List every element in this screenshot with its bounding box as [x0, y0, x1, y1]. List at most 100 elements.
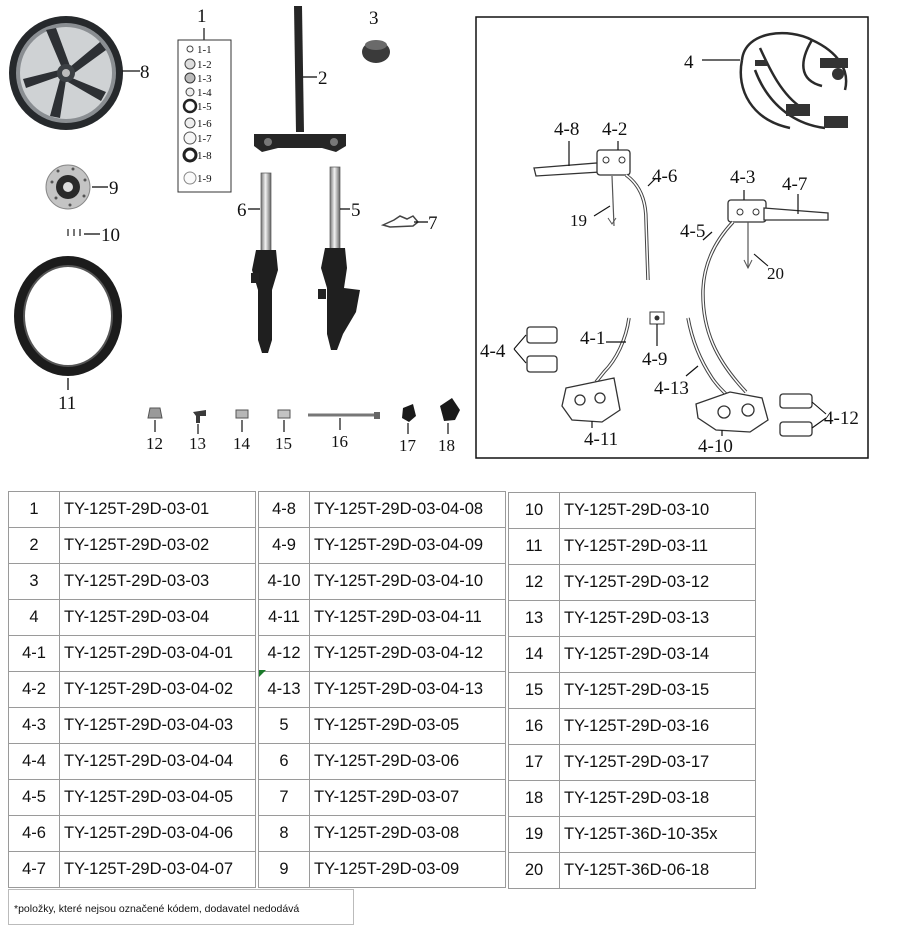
callout-18: 18 — [438, 436, 455, 455]
part-position: 16 — [508, 708, 560, 745]
part-position: 17 — [508, 744, 560, 781]
callout-17: 17 — [399, 436, 417, 455]
callout-11: 11 — [58, 393, 76, 414]
part-number: TY-125T-29D-03-10 — [559, 492, 756, 529]
svg-text:1-7: 1-7 — [197, 133, 212, 145]
part-position: 8 — [258, 815, 310, 852]
part-number: TY-125T-29D-03-04 — [59, 599, 256, 636]
callout-4-10: 4-10 — [698, 436, 733, 457]
brake-caliper-left — [561, 377, 621, 423]
part-number: TY-125T-29D-03-02 — [59, 527, 256, 564]
part-number: TY-125T-36D-10-35x — [559, 816, 756, 853]
callout-4-11: 4-11 — [584, 429, 618, 450]
callout-13: 13 — [189, 434, 206, 453]
part-number: TY-125T-29D-03-08 — [309, 815, 506, 852]
part-number: TY-125T-29D-03-04-05 — [59, 779, 256, 816]
svg-text:1-9: 1-9 — [197, 173, 212, 185]
part-position: 10 — [508, 492, 560, 529]
brake-disc — [45, 164, 91, 210]
callout-4-7: 4-7 — [782, 174, 807, 195]
callout-4-13: 4-13 — [654, 378, 689, 399]
part-number: TY-125T-29D-03-04-02 — [59, 671, 256, 708]
footnote: *položky, které nejsou označené kódem, d… — [8, 889, 354, 925]
part-position: 4-9 — [258, 527, 310, 564]
callout-12: 12 — [146, 434, 163, 453]
part-position: 9 — [258, 851, 310, 888]
part-number: TY-125T-29D-03-01 — [59, 491, 256, 528]
part-number: TY-125T-29D-03-04-04 — [59, 743, 256, 780]
part-position: 7 — [258, 779, 310, 816]
part-position: 5 — [258, 707, 310, 744]
brake-caliper-right — [695, 391, 769, 433]
part-position: 20 — [508, 852, 560, 889]
dust-seal — [362, 40, 390, 63]
part-number: TY-125T-29D-03-16 — [559, 708, 756, 745]
part-number: TY-125T-29D-03-04-08 — [309, 491, 506, 528]
part-number: TY-125T-29D-03-04-06 — [59, 815, 256, 852]
part-position: 4 — [8, 599, 60, 636]
callout-14: 14 — [233, 434, 251, 453]
part-position: 4-1 — [8, 635, 60, 672]
callout-4-3: 4-3 — [730, 167, 755, 188]
callout-10: 10 — [101, 225, 120, 246]
part-position: 4-12 — [258, 635, 310, 672]
part-position: 1 — [8, 491, 60, 528]
callout-4-8: 4-8 — [554, 119, 579, 140]
part-number: TY-125T-36D-06-18 — [559, 852, 756, 889]
part-position: 2 — [8, 527, 60, 564]
svg-text:1-1: 1-1 — [197, 44, 212, 56]
small-parts — [147, 398, 460, 423]
exploded-parts-diagram: 8 9 10 11 1 1-1 1-2 — [9, 6, 869, 459]
callout-1: 1 — [197, 6, 207, 27]
part-number: TY-125T-29D-03-12 — [559, 564, 756, 601]
right-brake-lever — [727, 199, 829, 223]
part-position: 4-5 — [8, 779, 60, 816]
part-position: 3 — [8, 563, 60, 600]
part-number: TY-125T-29D-03-04-13 — [309, 671, 506, 708]
part-position: 12 — [508, 564, 560, 601]
callout-4-12: 4-12 — [824, 408, 859, 429]
callout-16: 16 — [331, 432, 348, 451]
part-number: TY-125T-29D-03-03 — [59, 563, 256, 600]
part-number: TY-125T-29D-03-04-12 — [309, 635, 506, 672]
part-number: TY-125T-29D-03-04-07 — [59, 851, 256, 888]
part-position: 4-4 — [8, 743, 60, 780]
callout-4: 4 — [684, 52, 694, 73]
callout-4-4: 4-4 — [480, 341, 506, 362]
part-number: TY-125T-29D-03-05 — [309, 707, 506, 744]
front-wheel-rim — [9, 16, 123, 130]
callout-4-1: 4-1 — [580, 328, 605, 349]
part-position: 4-2 — [8, 671, 60, 708]
left-brake-lever — [533, 149, 631, 177]
part-number: TY-125T-29D-03-17 — [559, 744, 756, 781]
callout-3: 3 — [369, 8, 379, 29]
front-tire — [14, 256, 122, 376]
callout-6: 6 — [237, 200, 247, 221]
part-position: 4-8 — [258, 491, 310, 528]
callout-15: 15 — [275, 434, 292, 453]
disc-bolts — [67, 229, 81, 236]
callout-7: 7 — [428, 213, 438, 234]
callout-4-9: 4-9 — [642, 349, 667, 370]
part-number: TY-125T-29D-03-04-01 — [59, 635, 256, 672]
part-position: 4-13 — [258, 671, 310, 708]
